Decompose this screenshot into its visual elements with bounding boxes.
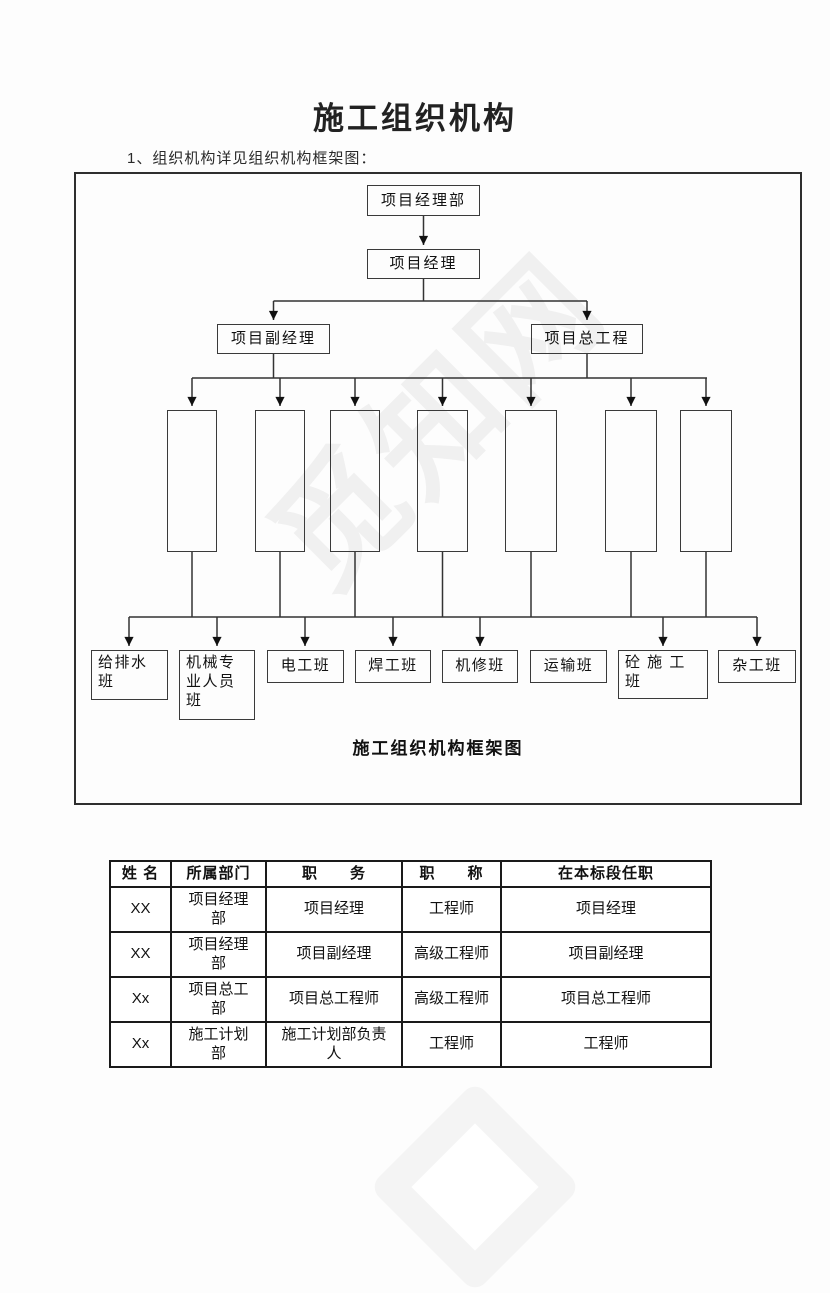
dept-column-4 [417,410,468,552]
table-row: XX 项目经理 部 项目经理 工程师 项目经理 [109,886,712,933]
team-machinery: 机械专 业人员 班 [179,650,255,720]
cell-name: Xx [109,1021,172,1068]
dept-column-2 [255,410,305,552]
header-position: 职 务 [265,860,403,888]
table-row: Xx 施工计划 部 施工计划部负责 人 工程师 工程师 [109,1021,712,1068]
header-department: 所属部门 [170,860,267,888]
header-role: 在本标段任职 [500,860,712,888]
table-row: Xx 项目总工 部 项目总工程师 高级工程师 项目总工程师 [109,976,712,1023]
document-page: { "page": { "title": "施工组织机构", "subtitle… [74,101,802,1293]
cell-title: 工程师 [401,1021,502,1068]
node-deputy-manager: 项目副经理 [217,324,330,354]
staff-table: 姓 名 所属部门 职 务 职 称 在本标段任职 XX 项目经理 部 项目经理 工… [109,860,712,1068]
cell-position: 项目经理 [265,886,403,933]
team-mechanic: 机修班 [442,650,518,683]
page-title: 施工组织机构 [313,101,517,136]
cell-role: 项目副经理 [500,931,712,978]
cell-department: 项目经理 部 [170,886,267,933]
watermark-logo-icon [368,1080,582,1293]
cell-name: XX [109,886,172,933]
node-chief-engineer: 项目总工程 [531,324,643,354]
cell-role: 项目总工程师 [500,976,712,1023]
header-name: 姓 名 [109,860,172,888]
chart-caption: 施工组织机构框架图 [352,739,524,758]
cell-department: 项目经理 部 [170,931,267,978]
cell-title: 高级工程师 [401,931,502,978]
dept-column-3 [330,410,380,552]
node-project-manager-dept: 项目经理部 [367,185,480,216]
dept-column-5 [505,410,557,552]
cell-department: 施工计划 部 [170,1021,267,1068]
connector-lines [124,216,762,646]
cell-name: Xx [109,976,172,1023]
node-project-manager: 项目经理 [367,249,480,279]
table-row: XX 项目经理 部 项目副经理 高级工程师 项目副经理 [109,931,712,978]
cell-title: 高级工程师 [401,976,502,1023]
cell-position: 项目总工程师 [265,976,403,1023]
cell-name: XX [109,931,172,978]
cell-department: 项目总工 部 [170,976,267,1023]
team-concrete: 砼 施 工 班 [618,650,708,699]
cell-role: 工程师 [500,1021,712,1068]
dept-column-6 [605,410,657,552]
dept-column-1 [167,410,217,552]
team-water-supply: 给排水 班 [91,650,168,700]
section-subtitle: 1、组织机构详见组织机构框架图： [127,150,377,167]
org-chart-frame: 项目经理部 项目经理 项目副经理 项目总工程 给排水 班 机械专 业人员 班 电… [74,172,802,805]
cell-role: 项目经理 [500,886,712,933]
team-transport: 运输班 [530,650,607,683]
header-title: 职 称 [401,860,502,888]
cell-title: 工程师 [401,886,502,933]
dept-column-7 [680,410,732,552]
team-laborer: 杂工班 [718,650,796,683]
team-welder: 焊工班 [355,650,431,683]
cell-position: 施工计划部负责 人 [265,1021,403,1068]
cell-position: 项目副经理 [265,931,403,978]
team-electrician: 电工班 [267,650,344,683]
table-header-row: 姓 名 所属部门 职 务 职 称 在本标段任职 [109,860,712,888]
